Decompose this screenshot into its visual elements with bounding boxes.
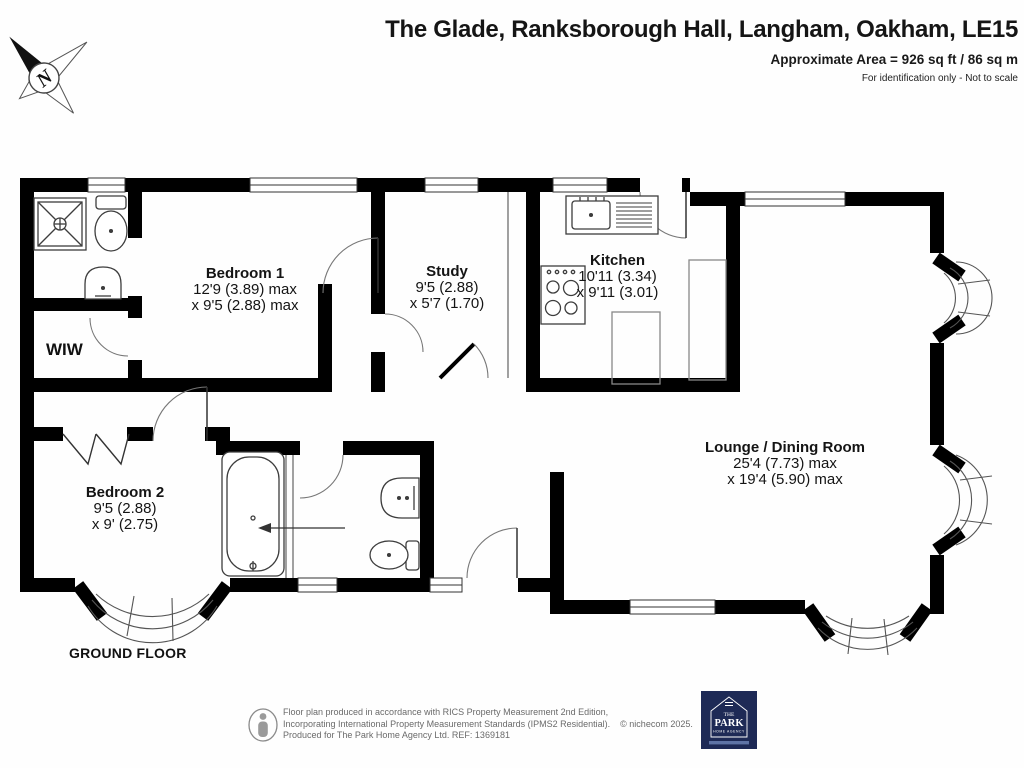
door-leaf-hall	[438, 342, 476, 380]
window	[552, 177, 608, 193]
footer-line2: Incorporating International Property Mea…	[283, 718, 693, 729]
bay-window-lounge-right-bottom	[932, 444, 993, 556]
bifold-doors-bedroom2	[95, 433, 130, 466]
door-arc-bathroom	[299, 454, 344, 499]
door-arc-bedroom1	[322, 237, 379, 294]
basin-bathroom	[380, 477, 420, 519]
room-label-bedroom1: Bedroom 1 12'9 (3.89) max x 9'5 (2.88) m…	[191, 265, 299, 314]
toilet-ensuite	[94, 195, 128, 252]
window	[629, 599, 716, 615]
door-arc-study	[384, 313, 424, 353]
page-title: The Glade, Ranksborough Hall, Langham, O…	[385, 16, 1018, 43]
room-label-bedroom2: Bedroom 2 9'5 (2.88) x 9' (2.75)	[85, 484, 165, 533]
room-label-study: Study 9'5 (2.88) x 5'7 (1.70)	[409, 263, 485, 312]
door-arc-entrance	[466, 527, 518, 579]
window	[249, 177, 358, 193]
door-arc-bedroom2	[152, 386, 208, 442]
door-arc-hall	[473, 343, 489, 379]
logo-park: PARK	[715, 718, 745, 729]
kitchen-island	[611, 311, 661, 385]
park-home-agency-logo: THE PARK HOME AGENCY	[701, 691, 757, 749]
door-arc-wiw	[89, 317, 129, 357]
hob	[540, 265, 586, 325]
ground-floor-label: GROUND FLOOR	[69, 645, 187, 661]
footer-line1: Floor plan produced in accordance with R…	[283, 707, 609, 717]
fixtures	[33, 195, 727, 577]
room-label-lounge: Lounge / Dining Room 25'4 (7.73) max x 1…	[705, 439, 865, 488]
room-label-wiw: WIW	[46, 340, 83, 359]
doors	[62, 191, 687, 579]
footer-line3: Produced for The Park Home Agency Ltd. R…	[283, 730, 510, 740]
window	[429, 577, 463, 593]
windows	[87, 177, 846, 615]
bay-window-lounge-right-top	[932, 252, 993, 344]
toilet-bathroom	[369, 540, 420, 571]
bay-window-lounge-bottom	[802, 603, 933, 656]
basin-ensuite	[84, 266, 122, 300]
header-block: The Glade, Ranksborough Hall, Langham, O…	[385, 16, 1018, 84]
entrance-arrow	[258, 523, 345, 533]
copyright-text: © nichecom 2025.	[620, 718, 693, 729]
lounge-counter	[688, 259, 727, 381]
compass-rose: N	[9, 36, 88, 114]
window	[424, 177, 479, 193]
disclaimer-text: For identification only - Not to scale	[861, 73, 1018, 84]
bay-window-bedroom2	[72, 581, 233, 644]
window	[87, 177, 126, 193]
bifold-doors-bedroom2	[62, 433, 97, 466]
window	[744, 191, 846, 207]
window	[297, 577, 338, 593]
room-label-kitchen: Kitchen 10'11 (3.34) x 9'11 (3.01)	[576, 252, 659, 301]
approximate-area-text: Approximate Area = 926 sq ft / 86 sq m	[770, 52, 1018, 67]
person-icon	[248, 708, 278, 742]
logo-the: THE	[724, 712, 735, 718]
walls	[20, 178, 944, 614]
logo-home-agency: HOME AGENCY	[713, 730, 745, 734]
shower	[33, 197, 87, 251]
kitchen-sink	[565, 195, 659, 235]
bath	[221, 451, 285, 577]
footer-disclaimer: Floor plan produced in accordance with R…	[283, 707, 723, 742]
partitions	[285, 192, 509, 578]
logo-house-outline	[710, 696, 748, 738]
